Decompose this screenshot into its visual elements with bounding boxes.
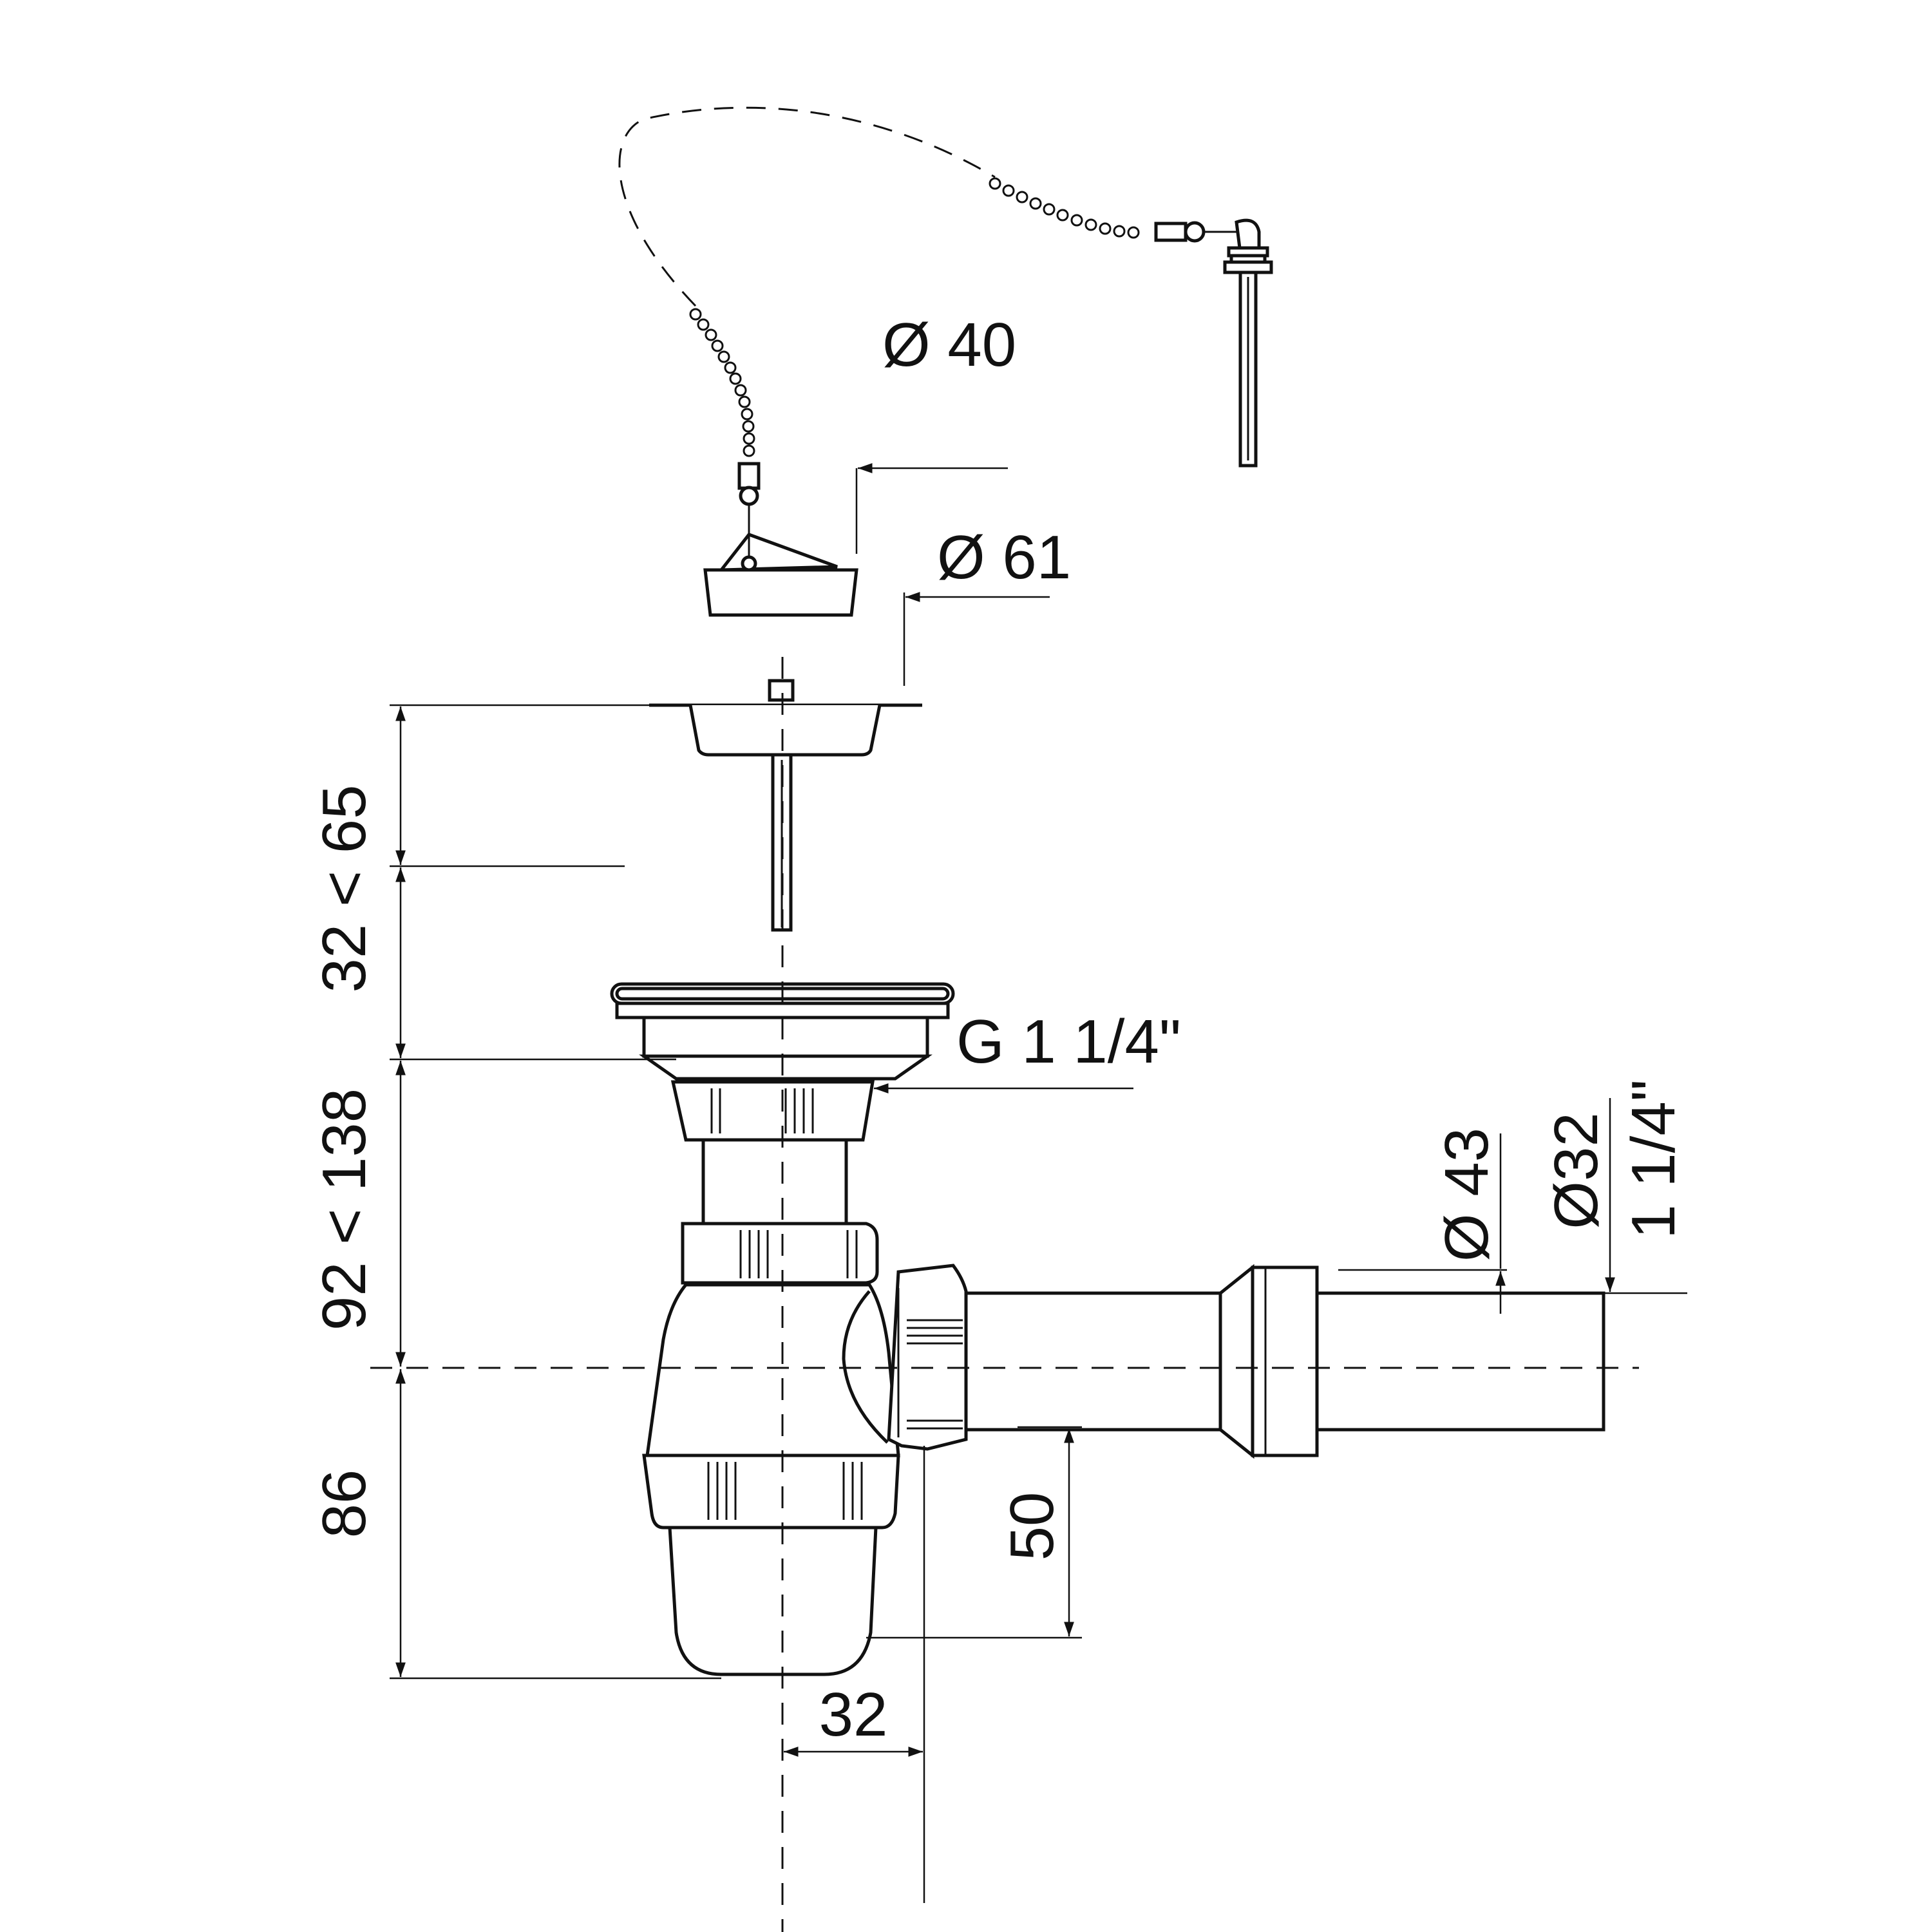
- label-pipe-thread: 1 1/4": [1619, 1079, 1688, 1239]
- middle-nut: [681, 1222, 879, 1285]
- label-strainer-height: 32 < 65: [310, 785, 379, 993]
- upper-nut: [670, 1080, 875, 1142]
- bead-chain-right: [989, 177, 1140, 239]
- bottle-body: [645, 1283, 900, 1457]
- bead-chain-left: [689, 308, 755, 457]
- label-outlet-offset: 32: [819, 1680, 888, 1749]
- stopper-plug: [703, 462, 858, 617]
- label-trap-height: 92 < 138: [310, 1088, 379, 1331]
- label-bottle-depth: 86: [310, 1470, 379, 1539]
- strainer-basket: [649, 679, 922, 932]
- dim-pipe-outer-line: [1338, 1133, 1507, 1314]
- outlet-nut: [887, 1264, 968, 1451]
- dim-leader-40: [855, 463, 1008, 554]
- label-pipe-outer-diameter: Ø 43: [1432, 1128, 1501, 1262]
- label-thread-size: G 1 1/4": [956, 1007, 1181, 1076]
- bottle-cup: [668, 1526, 878, 1676]
- label-outlet-height: 50: [998, 1492, 1066, 1561]
- chain-guide: [618, 106, 996, 307]
- label-plug-diameter: Ø 40: [882, 310, 1016, 379]
- dim-pipe-inner-line: [1604, 1098, 1687, 1294]
- label-strainer-diameter: Ø 61: [937, 523, 1071, 592]
- standpipe: [701, 1138, 848, 1226]
- outlet-pipe: [964, 1264, 1605, 1459]
- dim-leader-61: [903, 592, 1050, 686]
- lower-nut: [642, 1454, 900, 1530]
- dim-extension-lines: [390, 704, 1082, 1903]
- label-pipe-diameter: Ø32: [1542, 1112, 1611, 1229]
- chain-anchor-fitting: [1154, 218, 1273, 468]
